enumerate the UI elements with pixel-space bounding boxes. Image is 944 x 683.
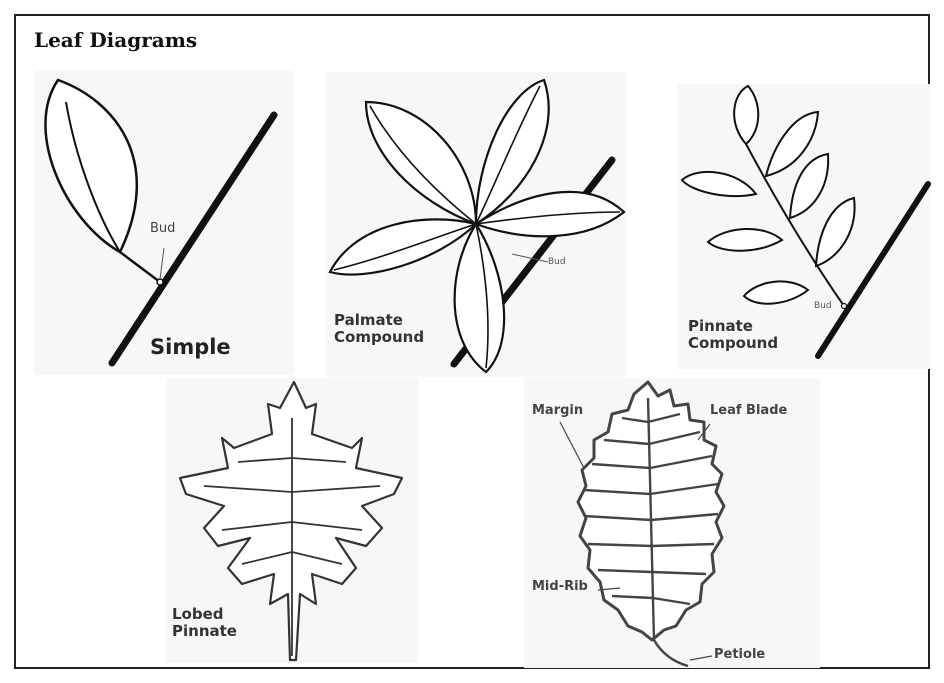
petiole-label: Petiole	[714, 648, 765, 662]
leaf-parts-illustration	[524, 378, 820, 668]
margin-label: Margin	[532, 404, 583, 418]
lobed-label: Lobed Pinnate	[172, 606, 237, 639]
leaf-blade-label: Leaf Blade	[710, 404, 787, 418]
simple-bud-label: Bud	[150, 222, 175, 236]
pinnate-label: Pinnate Compound	[688, 318, 778, 351]
simple-leaf-panel: Bud Simple	[34, 70, 294, 375]
lobed-leaf-panel: Lobed Pinnate	[166, 378, 418, 663]
mid-rib-label: Mid-Rib	[532, 580, 588, 594]
leaf-parts-panel: Margin Leaf Blade Mid-Rib Petiole	[524, 378, 820, 668]
pinnate-bud-label: Bud	[814, 302, 832, 312]
simple-label: Simple	[150, 336, 231, 359]
palmate-bud-label: Bud	[548, 258, 566, 268]
page-title: Leaf Diagrams	[34, 28, 197, 52]
palmate-leaf-panel: Bud Palmate Compound	[326, 72, 626, 377]
pinnate-leaf-panel: Bud Pinnate Compound	[678, 84, 930, 369]
palmate-label: Palmate Compound	[334, 312, 424, 345]
